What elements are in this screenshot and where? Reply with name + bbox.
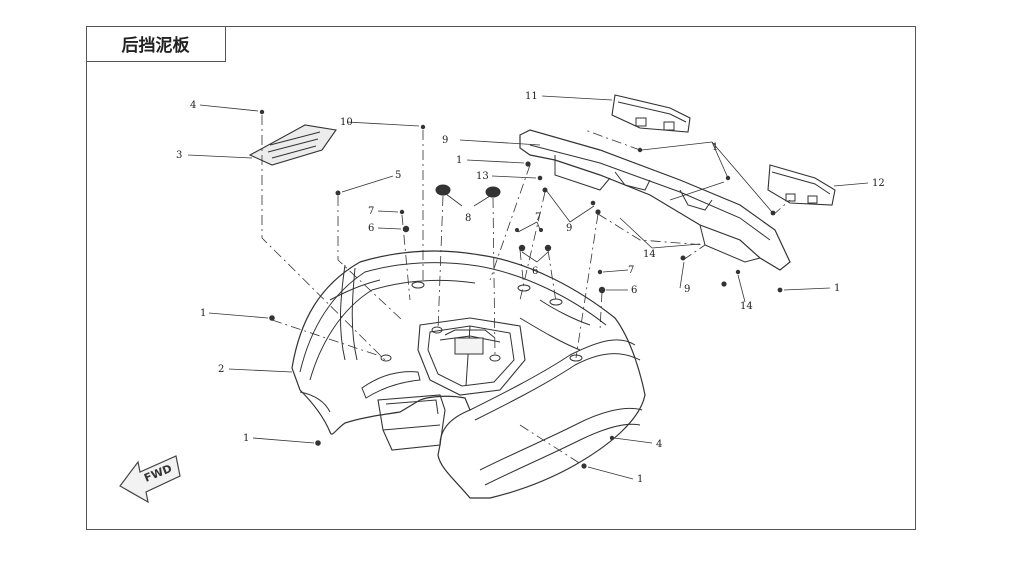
- callout-6: 6: [532, 266, 538, 277]
- callout-2: 2: [218, 364, 224, 375]
- callout-1: 1: [712, 142, 718, 153]
- diagram-frame: [86, 26, 916, 530]
- callout-14: 14: [643, 249, 656, 260]
- callout-9: 9: [684, 284, 690, 295]
- callout-8: 8: [465, 213, 471, 224]
- callout-11: 10: [340, 117, 353, 128]
- fwd-arrow-icon: FWD: [119, 455, 181, 504]
- tail-light-left: [611, 94, 691, 133]
- callout-1: 1: [200, 308, 206, 319]
- callout-7: 7: [368, 206, 374, 217]
- rear-fender-body: [291, 250, 646, 499]
- callout-6: 6: [368, 223, 374, 234]
- callout-14: 13: [476, 171, 489, 182]
- callout-7: 7: [628, 265, 634, 276]
- callout-3: 3: [176, 150, 182, 161]
- reflector-pad: [248, 124, 337, 166]
- callout-4: 4: [190, 100, 196, 111]
- callout-1: 1: [456, 155, 462, 166]
- callout-12: 11: [525, 91, 538, 102]
- tail-light-right: [767, 164, 836, 206]
- callout-14: 14: [740, 301, 753, 312]
- callout-9: 9: [566, 223, 572, 234]
- callout-7: 7: [535, 212, 541, 223]
- callout-13: 12: [872, 178, 885, 189]
- callout-4: 4: [656, 439, 662, 450]
- callout-1: 1: [637, 474, 643, 485]
- callout-1: 1: [834, 283, 840, 294]
- callout-1: 1: [243, 433, 249, 444]
- grommet-left-icon: [435, 184, 451, 196]
- callout-5: 5: [395, 170, 401, 181]
- callout-6: 6: [631, 285, 637, 296]
- callout-10: 9: [442, 135, 448, 146]
- grommet-right-icon: [485, 186, 501, 198]
- light-bracket: [519, 129, 791, 271]
- diagram-title: 后挡泥板: [86, 26, 226, 62]
